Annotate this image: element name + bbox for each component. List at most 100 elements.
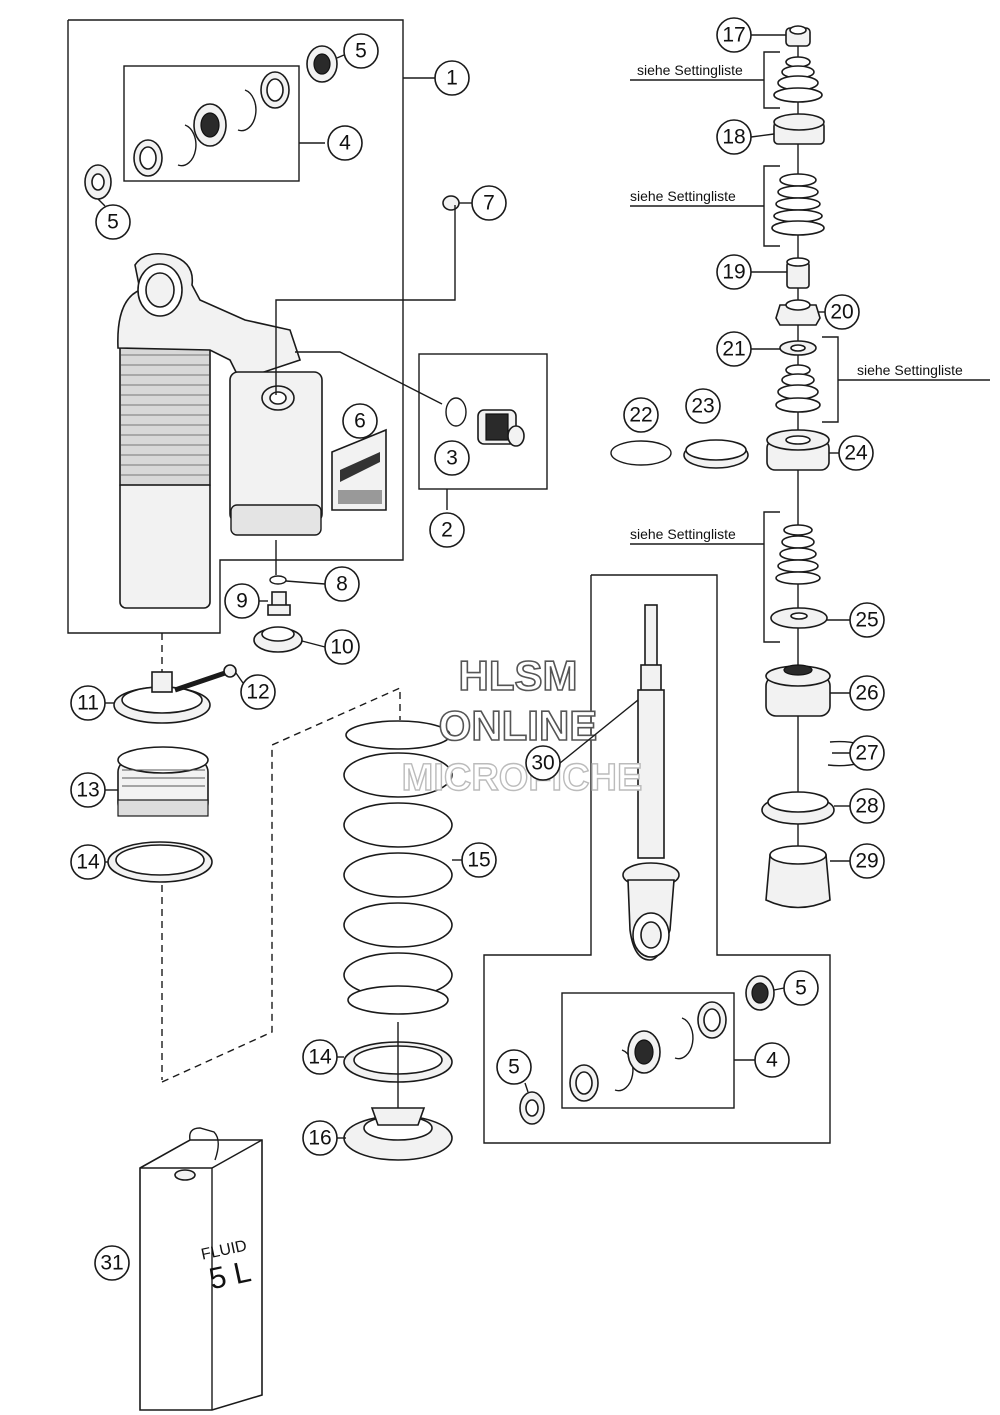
sticker bbox=[331, 428, 387, 511]
watermark-line1: HLSM bbox=[459, 652, 578, 699]
circlip-bottom-left bbox=[614, 1049, 634, 1092]
bearing-washer-top-right bbox=[260, 71, 290, 109]
callout-1: 1 bbox=[434, 60, 470, 96]
bearing-washer-top bbox=[133, 139, 163, 177]
bracket-setting-21 bbox=[822, 336, 990, 423]
callout-23: 23 bbox=[685, 388, 721, 424]
shims-21 bbox=[775, 364, 821, 413]
shims-25 bbox=[775, 524, 821, 585]
spring-seat-16 bbox=[343, 1107, 453, 1161]
svg-text:27: 27 bbox=[855, 742, 878, 765]
svg-text:17: 17 bbox=[722, 24, 745, 47]
svg-text:5: 5 bbox=[795, 977, 807, 1000]
bracket-setting-17 bbox=[630, 51, 780, 109]
svg-text:5: 5 bbox=[107, 211, 119, 234]
callout-18: 18 bbox=[716, 119, 775, 155]
svg-text:22: 22 bbox=[629, 404, 652, 427]
svg-text:14: 14 bbox=[308, 1046, 332, 1069]
callout-12: 12 bbox=[235, 672, 276, 710]
svg-text:10: 10 bbox=[330, 636, 353, 659]
callout-22: 22 bbox=[623, 397, 659, 433]
svg-text:14: 14 bbox=[76, 851, 100, 874]
svg-text:3: 3 bbox=[446, 447, 458, 470]
callout-27: 27 bbox=[832, 735, 885, 771]
circlip-top-right bbox=[237, 89, 257, 132]
svg-text:6: 6 bbox=[354, 410, 366, 433]
callout-5-top-left: 5 bbox=[95, 198, 131, 240]
svg-text:19: 19 bbox=[722, 261, 745, 284]
bearing-seal-top-left bbox=[84, 164, 112, 200]
bearing-seal-bottom-left bbox=[519, 1091, 545, 1125]
svg-text:9: 9 bbox=[236, 590, 248, 613]
svg-text:29: 29 bbox=[855, 850, 878, 873]
callout-2: 2 bbox=[429, 512, 465, 548]
cap-10 bbox=[253, 626, 303, 653]
frame-adjuster bbox=[418, 353, 548, 510]
callout-7: 7 bbox=[459, 185, 507, 221]
svg-text:28: 28 bbox=[855, 795, 878, 818]
callout-15: 15 bbox=[452, 842, 497, 878]
callout-3: 3 bbox=[434, 440, 470, 476]
callout-29: 29 bbox=[830, 843, 885, 879]
callout-11: 11 bbox=[70, 685, 114, 721]
spring-15 bbox=[343, 720, 453, 1015]
callout-31: 31 bbox=[94, 1245, 130, 1281]
callout-25: 25 bbox=[827, 602, 885, 638]
note-settingliste-18: siehe Settingliste bbox=[630, 188, 736, 204]
piston-18 bbox=[773, 113, 825, 145]
svg-text:16: 16 bbox=[308, 1127, 331, 1150]
nut-20 bbox=[775, 299, 821, 326]
bracket-setting-18 bbox=[630, 165, 780, 247]
callout-30: 30 bbox=[525, 699, 639, 781]
svg-text:15: 15 bbox=[467, 849, 490, 872]
bearing-bottom bbox=[627, 1030, 661, 1074]
bracket-setting-25 bbox=[630, 511, 780, 643]
circlip-bottom-right bbox=[674, 1017, 694, 1060]
callout-14-right: 14 bbox=[302, 1039, 344, 1075]
washer-21 bbox=[779, 340, 817, 356]
shims-17 bbox=[773, 56, 823, 103]
callout-24: 24 bbox=[829, 435, 874, 471]
svg-text:11: 11 bbox=[77, 692, 99, 715]
bleed-screw bbox=[275, 195, 460, 395]
callout-14-left: 14 bbox=[70, 844, 108, 880]
washer-8 bbox=[269, 575, 287, 585]
callout-16: 16 bbox=[302, 1120, 346, 1156]
svg-text:12: 12 bbox=[246, 681, 269, 704]
svg-text:24: 24 bbox=[844, 442, 868, 465]
valve-9 bbox=[267, 591, 291, 616]
spacer-19 bbox=[786, 257, 810, 289]
circlip-top-left bbox=[177, 124, 197, 167]
svg-text:13: 13 bbox=[76, 779, 99, 802]
callout-4-top: 4 bbox=[327, 125, 363, 161]
bearing-top bbox=[193, 103, 227, 147]
frame-shock-body bbox=[67, 19, 435, 634]
svg-text:5: 5 bbox=[508, 1056, 520, 1079]
seal-head-26 bbox=[765, 664, 831, 717]
svg-text:25: 25 bbox=[855, 609, 878, 632]
svg-text:21: 21 bbox=[722, 338, 745, 361]
bump-stop-29 bbox=[765, 845, 831, 909]
piston-ring-23 bbox=[683, 439, 749, 469]
bearing-seal-top-right bbox=[306, 45, 338, 83]
shock-body bbox=[117, 252, 323, 609]
svg-text:1: 1 bbox=[446, 67, 458, 90]
callout-4-bottom: 4 bbox=[754, 1042, 790, 1078]
svg-text:31: 31 bbox=[100, 1252, 123, 1275]
watermark-line2: ONLINE bbox=[439, 702, 598, 749]
note-settingliste-17: siehe Settingliste bbox=[637, 62, 743, 78]
svg-text:20: 20 bbox=[830, 301, 853, 324]
callout-20: 20 bbox=[818, 294, 860, 330]
piston-rod-30 bbox=[622, 604, 680, 961]
callout-26: 26 bbox=[830, 675, 885, 711]
cap-28 bbox=[761, 791, 835, 825]
nut-17 bbox=[785, 25, 811, 47]
callout-5-bottom-left: 5 bbox=[496, 1049, 532, 1093]
adjuster-o-ring bbox=[445, 397, 467, 427]
callout-5-top-right: 5 bbox=[336, 33, 379, 69]
adjuster-valve bbox=[477, 409, 525, 447]
svg-text:23: 23 bbox=[691, 395, 714, 418]
bearing-washer-bottom bbox=[569, 1064, 599, 1102]
